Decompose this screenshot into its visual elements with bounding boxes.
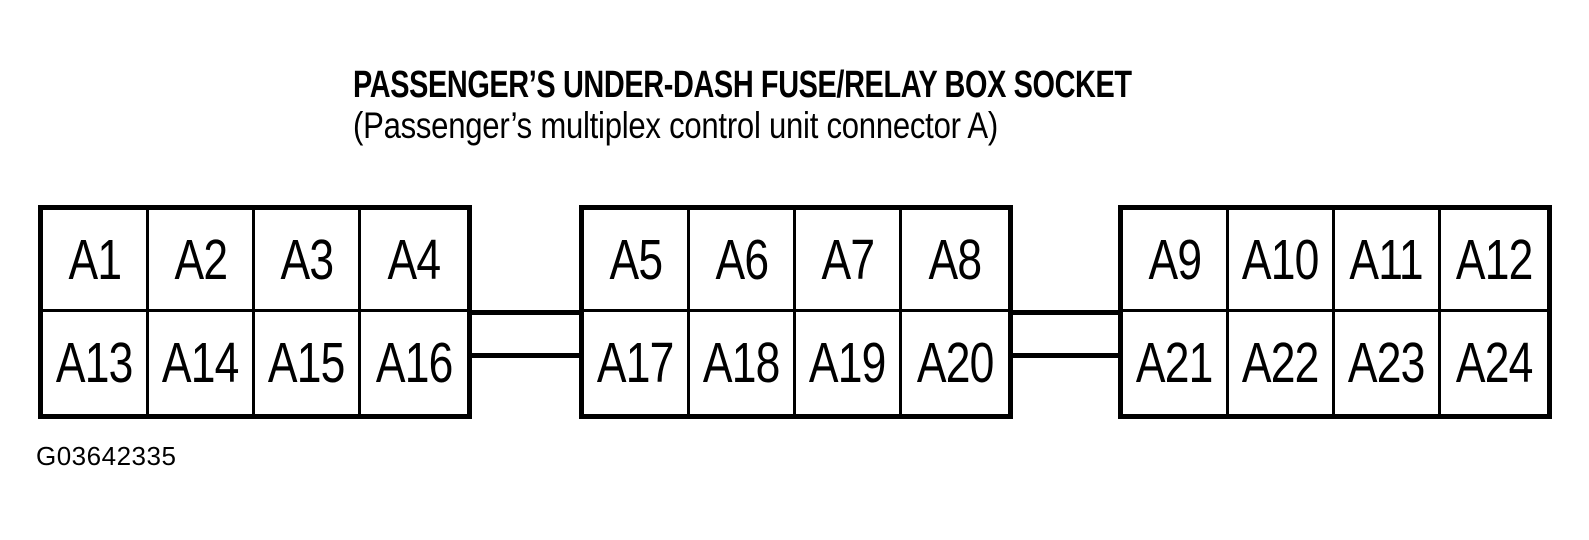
pin-label: A1 [68, 227, 122, 292]
diagram-subtitle: (Passenger’s multiplex control unit conn… [353, 105, 998, 146]
pin-label: A20 [916, 331, 995, 395]
pin-label: A19 [809, 331, 887, 395]
pin-label: A2 [174, 227, 228, 292]
connector-line [1010, 310, 1121, 315]
pin-label: A3 [280, 227, 334, 292]
socket-cell: A11 [1335, 210, 1441, 312]
socket-cell: A21 [1123, 312, 1229, 414]
pin-label: A17 [597, 331, 675, 395]
pin-label: A13 [56, 331, 134, 395]
socket-cell: A10 [1229, 210, 1335, 312]
pin-label: A14 [162, 331, 240, 395]
pin-label: A12 [1455, 227, 1534, 292]
connector-block-1: A1 A2 A3 A4 A13 A14 A15 A16 [38, 205, 472, 419]
pin-label: A6 [715, 227, 769, 292]
socket-cell: A20 [902, 312, 1008, 414]
socket-cell: A19 [796, 312, 902, 414]
socket-cell: A3 [255, 210, 361, 312]
socket-cell: A15 [255, 312, 361, 414]
pin-label: A7 [821, 227, 875, 292]
pin-label: A8 [928, 227, 983, 292]
pin-label: A15 [268, 331, 346, 395]
pin-label: A16 [375, 331, 454, 395]
socket-cell: A4 [361, 210, 467, 312]
connector-line [1010, 353, 1121, 358]
socket-cell: A8 [902, 210, 1008, 312]
pin-label: A9 [1148, 227, 1202, 292]
diagram-title: PASSENGER’S UNDER-DASH FUSE/RELAY BOX SO… [353, 64, 1132, 106]
pin-label: A5 [609, 227, 663, 292]
socket-cell: A7 [796, 210, 902, 312]
socket-cell: A9 [1123, 210, 1229, 312]
socket-cell: A13 [43, 312, 149, 414]
connector-line [470, 353, 581, 358]
pin-label: A18 [703, 331, 781, 395]
socket-cell: A16 [361, 312, 467, 414]
socket-cell: A2 [149, 210, 255, 312]
pin-label: A10 [1242, 227, 1320, 292]
socket-cell: A5 [584, 210, 690, 312]
diagram-header: PASSENGER’S UNDER-DASH FUSE/RELAY BOX SO… [353, 66, 1378, 144]
socket-cell: A12 [1441, 210, 1547, 312]
socket-cell: A23 [1335, 312, 1441, 414]
connector-block-3: A9 A10 A11 A12 A21 A22 A23 A24 [1118, 205, 1552, 419]
pin-label: A21 [1136, 331, 1214, 395]
connector-line [470, 310, 581, 315]
socket-cell: A17 [584, 312, 690, 414]
pin-label: A24 [1455, 331, 1534, 395]
pin-label: A11 [1349, 227, 1424, 292]
connector-block-2: A5 A6 A7 A8 A17 A18 A19 A20 [579, 205, 1013, 419]
socket-cell: A1 [43, 210, 149, 312]
socket-cell: A6 [690, 210, 796, 312]
figure-id: G03642335 [36, 441, 177, 471]
socket-cell: A18 [690, 312, 796, 414]
socket-cell: A24 [1441, 312, 1547, 414]
socket-cell: A22 [1229, 312, 1335, 414]
pin-label: A22 [1242, 331, 1320, 395]
pin-label: A23 [1348, 331, 1426, 395]
pin-label: A4 [387, 227, 442, 292]
socket-cell: A14 [149, 312, 255, 414]
